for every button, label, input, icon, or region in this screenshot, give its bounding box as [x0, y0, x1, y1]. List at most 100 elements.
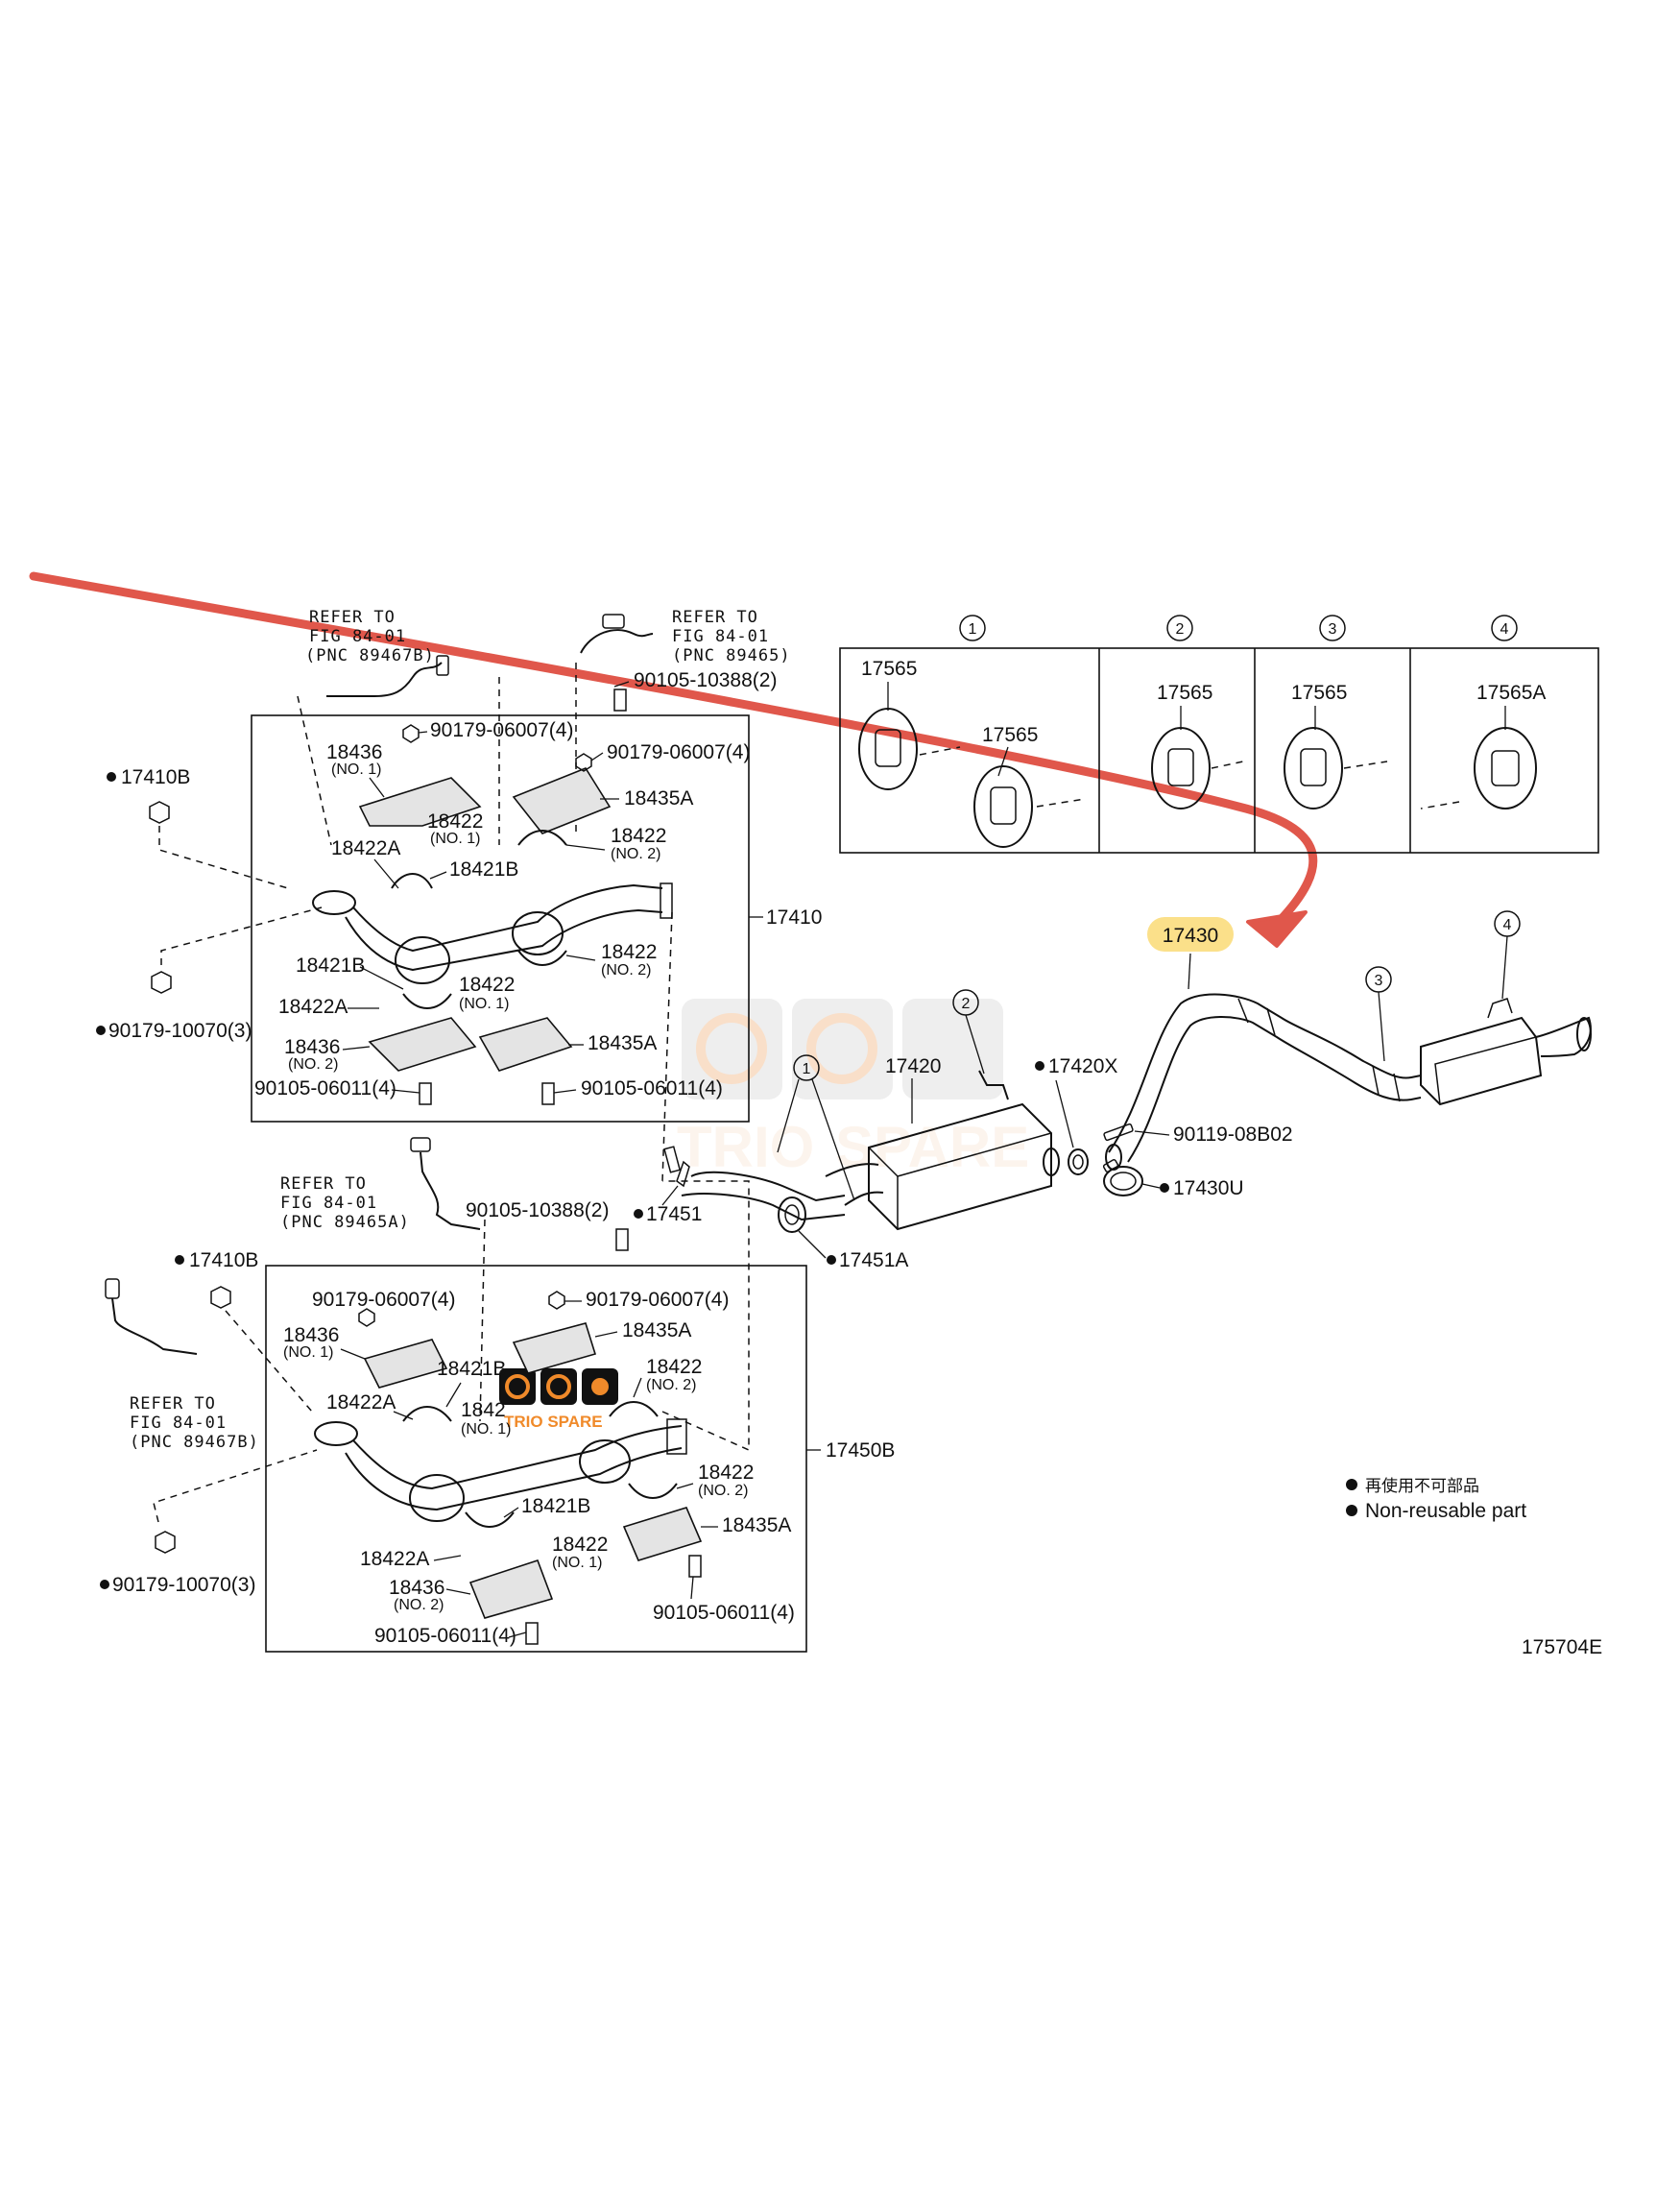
watermark-brand-orange: TRIO: [677, 1115, 814, 1179]
clamp-icon: [402, 993, 452, 1009]
rubber-hanger-icon: [858, 708, 961, 790]
watermark-brand-gray: SPARE: [835, 1115, 1029, 1179]
gasket-icon: [149, 801, 170, 824]
bolt-label: 90105-10388(2): [634, 669, 777, 691]
svg-text:(PNC 89467B): (PNC 89467B): [130, 1433, 259, 1452]
bolt-icon: [613, 689, 627, 712]
part-label: 90105-06011(4): [581, 1077, 723, 1100]
table-col-1: 1 17565 17565: [858, 615, 1086, 848]
part-label: 90179-06007(4): [430, 719, 573, 741]
svg-text:(PNC 89465): (PNC 89465): [672, 646, 791, 665]
nut-icon: [548, 1291, 565, 1310]
nut-icon: [575, 753, 592, 772]
highlighted-part-17430: 17430: [1147, 917, 1234, 990]
rubber-hanger-icon: [973, 765, 1086, 848]
clamp-icon: [402, 1406, 452, 1422]
part-label: 17565: [1157, 682, 1212, 704]
part-label: 18422: [459, 974, 515, 996]
part-label: 18422A: [278, 996, 348, 1018]
svg-text:REFER TO: REFER TO: [309, 608, 396, 627]
svg-text:1: 1: [803, 1061, 811, 1077]
bolt-icon: [541, 1082, 555, 1105]
table-col-index: 4: [1500, 621, 1509, 638]
table-col-3: 3 17565: [1284, 615, 1388, 810]
clamp-icon: [391, 873, 433, 889]
part-label: 90179-06007(4): [607, 741, 750, 763]
table-col-index: 3: [1329, 621, 1337, 638]
heat-shield-18436-no2-lower: [468, 1559, 554, 1619]
part-label: 18421B: [437, 1358, 506, 1380]
part-label: 17430U: [1173, 1177, 1244, 1199]
bolt-icon: [525, 1622, 539, 1645]
part-label: 18435A: [622, 1319, 691, 1341]
part-label: 18435A: [722, 1514, 791, 1536]
part-label: 90179-06007(4): [312, 1289, 455, 1311]
svg-text:2: 2: [962, 996, 971, 1012]
clamp-icon: [517, 830, 567, 846]
part-label: 17565: [982, 724, 1038, 746]
lower-box-17450b: 17450B REFER TO FIG 84-01 (PNC 89465A) R…: [100, 1137, 895, 1653]
part-label: 18436: [389, 1577, 444, 1599]
refer-note-89465: REFER TO FIG 84-01 (PNC 89465): [580, 608, 791, 665]
tail-pipe-17430: [1105, 993, 1422, 1171]
callout-3: 3: [1365, 966, 1392, 1062]
clamp-icon: [628, 1483, 678, 1499]
heat-shield-18435a-bottom-lower: [622, 1507, 703, 1561]
svg-text:3: 3: [1375, 973, 1383, 989]
upper-box-17410: 17410 REFER TO FIG 84-01 (PNC 89467B) RE…: [96, 608, 822, 1182]
clamp-icon: [517, 950, 567, 966]
heat-shield-18436-no1-lower: [363, 1339, 448, 1389]
svg-text:FIG 84-01: FIG 84-01: [672, 627, 769, 646]
part-label: (NO. 2): [601, 962, 651, 979]
part-label: 17410B: [189, 1249, 258, 1271]
part-label: 17565: [861, 658, 917, 680]
part-label: (NO. 1): [331, 761, 381, 778]
part-label: 18436: [284, 1036, 340, 1058]
part-label: (NO. 1): [430, 831, 480, 847]
part-label: 90179-06007(4): [586, 1289, 729, 1311]
part-label: (NO. 2): [646, 1377, 696, 1393]
clamp-17430u-icon: [1103, 1166, 1143, 1196]
svg-text:4: 4: [1503, 917, 1512, 933]
bolt-icon: [688, 1555, 702, 1578]
watermark-small-logo: TRIO SPARE: [499, 1368, 618, 1431]
table-col-4: 4 17565A: [1420, 615, 1546, 810]
legend-en: Non-reusable part: [1365, 1500, 1526, 1522]
svg-text:REFER TO: REFER TO: [130, 1394, 216, 1414]
part-label: 17410B: [121, 766, 190, 788]
part-label: 18422A: [360, 1548, 429, 1570]
gasket-17410b-upper: 17410B: [107, 766, 289, 889]
part-label: 18422: [698, 1462, 754, 1484]
gasket-17410b-lower: 17410B: [175, 1249, 313, 1413]
rubber-hanger-icon: [1284, 727, 1388, 810]
part-label: 18422: [552, 1534, 608, 1556]
nut-icon: [402, 724, 420, 743]
part-label: 18421B: [296, 955, 365, 977]
callout-1: 1: [777, 1054, 855, 1201]
part-label: (NO. 1): [461, 1421, 511, 1438]
svg-text:(PNC 89467B): (PNC 89467B): [305, 646, 435, 665]
part-label: 18422: [427, 810, 483, 833]
part-label: 18435A: [624, 787, 693, 810]
part-label: 17420X: [1048, 1055, 1117, 1077]
bolt-icon: [615, 1228, 629, 1251]
part-label: (NO. 2): [288, 1056, 338, 1073]
center-muffler-17420: [825, 1070, 1060, 1231]
bolt-label: 90105-10388(2): [466, 1199, 609, 1221]
svg-text:FIG 84-01: FIG 84-01: [280, 1194, 377, 1213]
gasket-17451a-icon: [778, 1196, 806, 1233]
part-label: 90105-06011(4): [254, 1077, 396, 1100]
part-label: 90179-10070(3): [112, 1574, 255, 1596]
refer-note-89467b-lower: REFER TO FIG 84-01 (PNC 89467B): [105, 1278, 259, 1452]
part-label: 17420: [885, 1055, 941, 1077]
figure-id: 175704E: [1522, 1636, 1602, 1658]
nut-90179-10070-upper: 90179-10070(3): [96, 906, 323, 1042]
svg-text:FIG 84-01: FIG 84-01: [130, 1414, 227, 1433]
table-col-index: 2: [1176, 621, 1185, 638]
part-label: (NO. 2): [394, 1597, 444, 1613]
part-label: (NO. 2): [698, 1483, 748, 1499]
gasket-icon: [210, 1286, 231, 1309]
bolt-icon: [663, 1146, 682, 1173]
rear-muffler: [1420, 998, 1592, 1106]
